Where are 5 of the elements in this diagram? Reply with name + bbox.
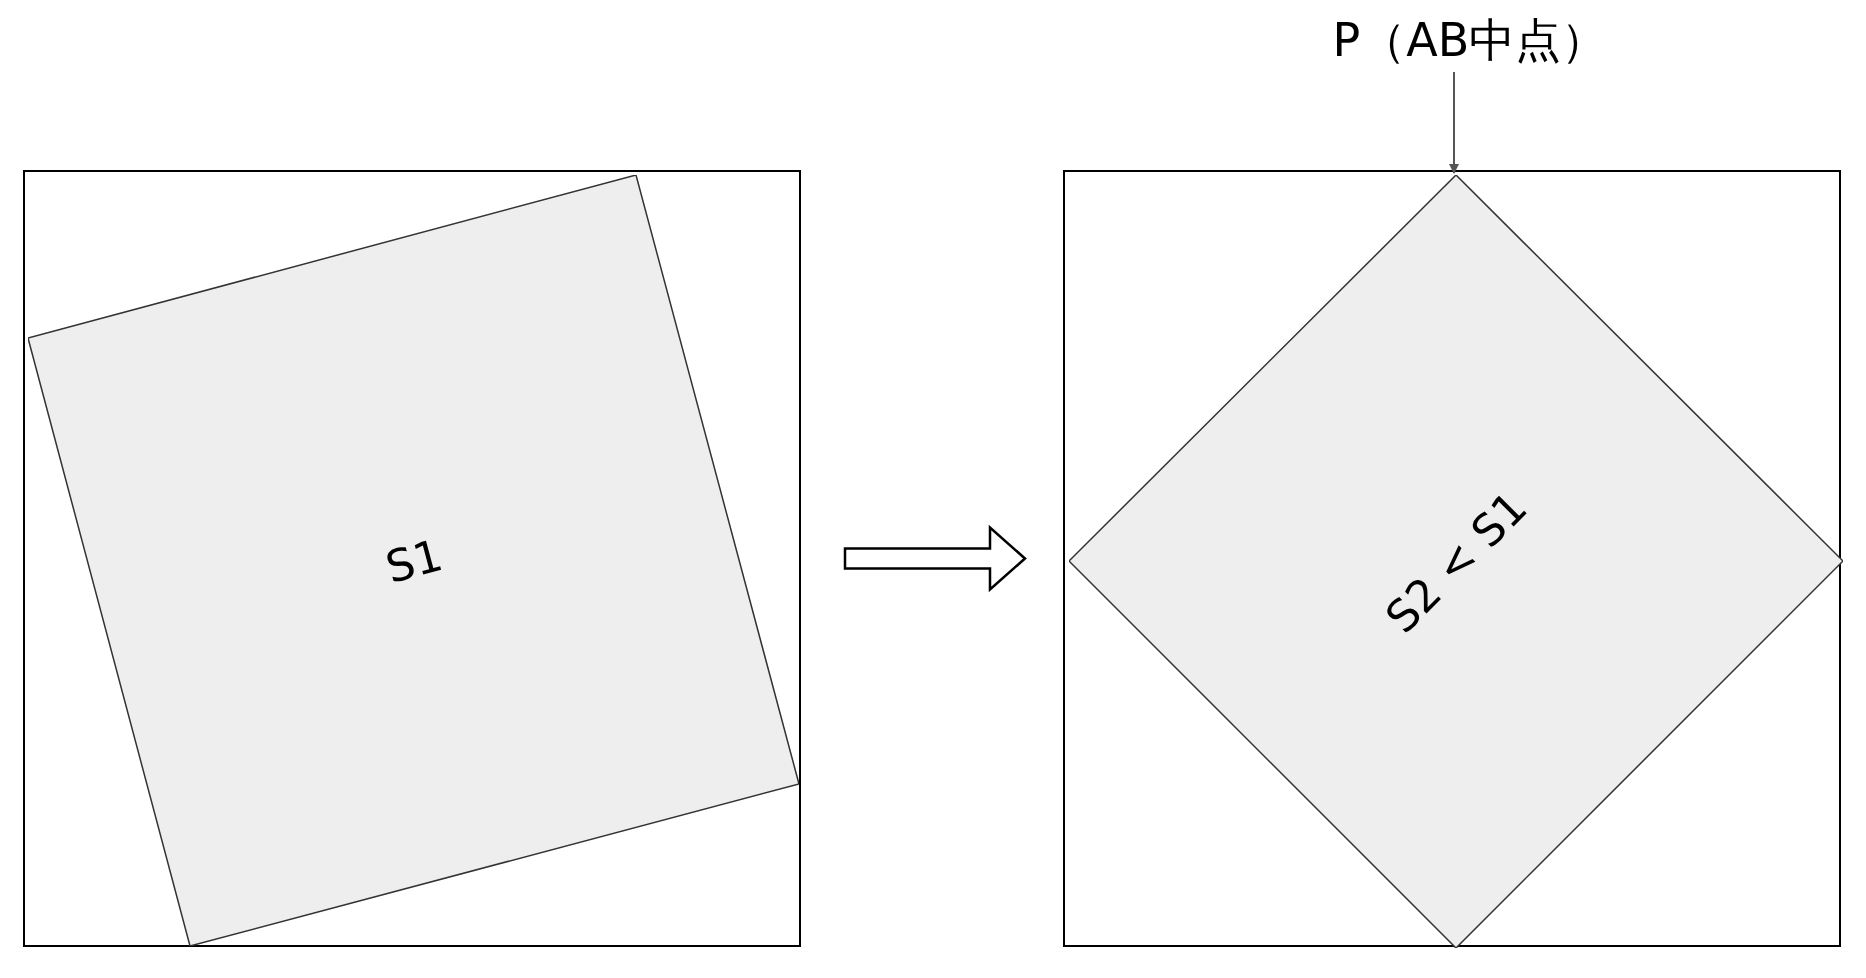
area-label: S1 xyxy=(379,528,448,593)
area-label: S2 < S1 xyxy=(1375,481,1537,642)
leader-line xyxy=(1449,71,1459,174)
block-arrow xyxy=(843,524,1027,593)
point-label: P（AB中点） xyxy=(1332,12,1608,69)
